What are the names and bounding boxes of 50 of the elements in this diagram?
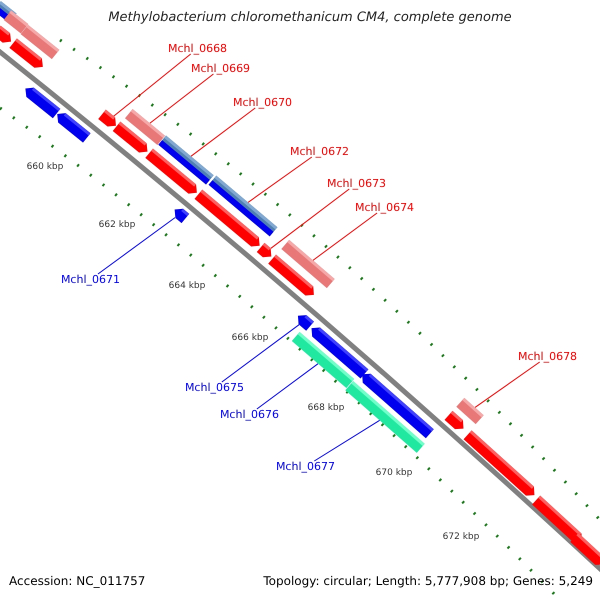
gene-label: Mchl_0669 — [191, 63, 250, 74]
gene-label: Mchl_0671 — [60, 274, 120, 285]
gene-feature — [145, 148, 197, 194]
leader-line — [256, 363, 319, 410]
leader-line — [221, 324, 300, 382]
accession-text: Accession: NC_011757 — [9, 575, 146, 587]
leader-line — [314, 420, 380, 462]
gene-label: Mchl_0674 — [355, 202, 414, 213]
leader-line — [149, 74, 214, 124]
gene-feature — [174, 208, 190, 224]
leader-line — [97, 217, 176, 274]
gene-label: Mchl_0672 — [290, 146, 350, 157]
gene-label: Mchl_0677 — [276, 461, 335, 472]
gene-label: Mchl_0670 — [233, 97, 292, 108]
gene-feature — [268, 254, 314, 296]
gene-feature — [298, 315, 314, 331]
gene-feature — [532, 496, 582, 542]
leader-line — [113, 54, 192, 117]
gene-feature — [57, 113, 91, 143]
gene-feature — [25, 88, 60, 118]
gene-label: Mchl_0668 — [168, 43, 228, 54]
gene-feature — [312, 327, 368, 378]
position-label: 666 kbp — [232, 334, 268, 343]
genome-summary-text: Topology: circular; Length: 5,777,908 bp; Genes: 5,249 — [263, 575, 593, 587]
leader-line — [190, 108, 256, 157]
position-label: 662 kbp — [98, 221, 136, 230]
gene-feature — [464, 430, 534, 496]
position-label: 668 kbp — [308, 404, 344, 413]
position-label: 660 kbp — [26, 163, 64, 172]
gene-feature — [112, 122, 148, 153]
gene-feature — [444, 410, 464, 430]
leader-line — [248, 156, 312, 203]
map-title: Methylobacterium chloromethanicum CM4, complete genome — [108, 11, 512, 24]
gene-feature — [362, 374, 434, 438]
gene-feature — [9, 38, 43, 68]
position-label: 672 kbp — [442, 533, 480, 542]
leader-line — [270, 188, 350, 249]
gene-label: Mchl_0678 — [518, 351, 578, 362]
leader-line — [312, 212, 378, 261]
leader-line — [474, 362, 540, 408]
gene-feature — [256, 242, 272, 258]
gene-feature — [194, 190, 260, 246]
gene-label: Mchl_0675 — [184, 382, 244, 393]
position-label: 664 kbp — [168, 282, 206, 291]
gene-label: Mchl_0676 — [220, 409, 279, 420]
position-label: 670 kbp — [376, 469, 412, 478]
gene-feature — [98, 110, 116, 127]
gene-label: Mchl_0673 — [327, 178, 386, 189]
gene-feature — [0, 26, 12, 43]
gene-feature — [570, 533, 600, 565]
